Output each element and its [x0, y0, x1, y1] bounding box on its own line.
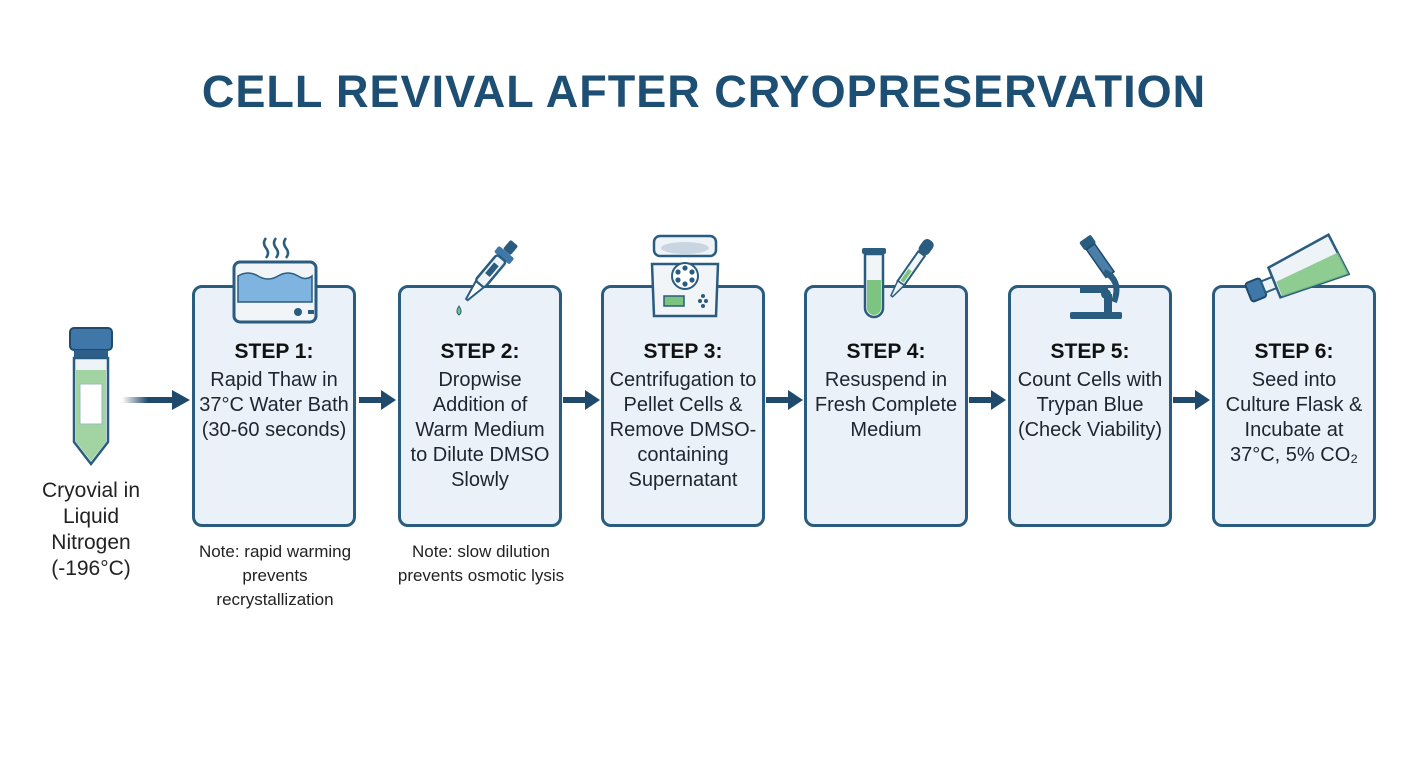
- step-5-box: STEP 5: Count Cells with Trypan Blue (Ch…: [1008, 285, 1172, 527]
- step-2-box: STEP 2: Dropwise Addition of Warm Medium…: [398, 285, 562, 527]
- arrow-1-2: [359, 390, 396, 410]
- arrow-2-3: [563, 390, 600, 410]
- note-step-1: Note: rapid warming prevents recrystalli…: [198, 542, 352, 609]
- step-3-desc: Centrifugation to Pellet Cells & Remove …: [609, 369, 757, 491]
- step-1-box: STEP 1: Rapid Thaw in 37°C Water Bath (3…: [192, 285, 356, 527]
- arrow-4-5: [969, 390, 1006, 410]
- step-4-desc: Resuspend in Fresh Complete Medium: [814, 369, 958, 441]
- note-step-2: Note: slow dilution prevents osmotic lys…: [397, 542, 565, 585]
- step-5-title: STEP 5:: [1050, 340, 1130, 363]
- start-label: Cryovial in Liquid Nitrogen (-196°C): [41, 479, 141, 580]
- step-2-title: STEP 2:: [440, 340, 520, 363]
- step-6-desc: Seed into Culture Flask & Incubate at 37…: [1225, 369, 1363, 466]
- step-6-title: STEP 6:: [1254, 340, 1334, 363]
- step-3-title: STEP 3:: [643, 340, 723, 363]
- step-4-title: STEP 4:: [846, 340, 926, 363]
- page-title: CELL REVIVAL AFTER CRYOPRESERVATION: [201, 66, 1207, 117]
- test-tube-dropper-icon: [862, 239, 934, 319]
- step-1-desc: Rapid Thaw in 37°C Water Bath (30-60 sec…: [199, 369, 349, 441]
- step-5-desc: Count Cells with Trypan Blue (Check Viab…: [1017, 369, 1163, 441]
- arrow-3-4: [766, 390, 803, 410]
- water-bath-icon: [232, 237, 318, 324]
- arrow-start: [122, 390, 190, 410]
- step-6-box: STEP 6: Seed into Culture Flask & Incuba…: [1212, 285, 1376, 527]
- microscope-icon: [1070, 235, 1122, 319]
- cryovial-icon: [69, 327, 113, 467]
- step-2-desc: Dropwise Addition of Warm Medium to Dilu…: [410, 369, 550, 491]
- step-1-title: STEP 1:: [234, 340, 314, 363]
- pipette-icon: [456, 240, 518, 316]
- arrow-5-6: [1173, 390, 1210, 410]
- culture-flask-icon: [1244, 233, 1350, 303]
- centrifuge-icon: [650, 234, 720, 318]
- step-4-box: STEP 4: Resuspend in Fresh Complete Medi…: [804, 285, 968, 527]
